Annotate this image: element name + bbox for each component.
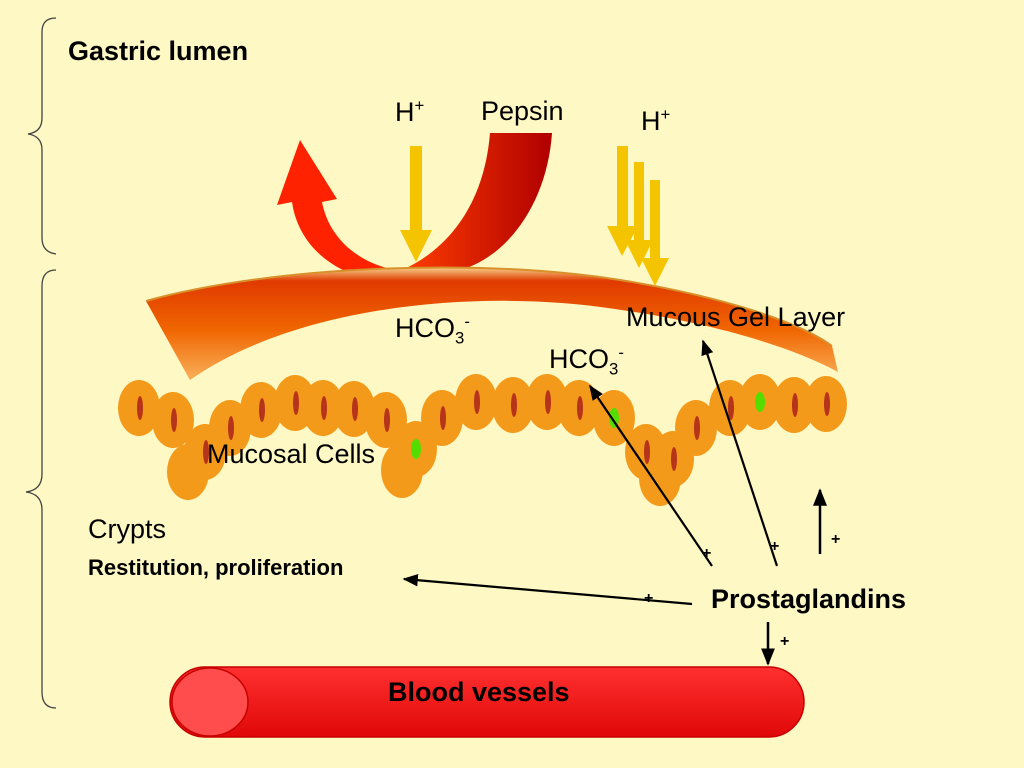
gastric-lumen-label: Gastric lumen bbox=[68, 36, 249, 66]
prostaglandins-label: Prostaglandins bbox=[711, 584, 907, 614]
plus-sign-vessels: + bbox=[780, 633, 790, 650]
mucosal-cell bbox=[167, 444, 209, 500]
crypts-label: Crypts bbox=[88, 514, 167, 544]
cell-nucleus bbox=[694, 416, 700, 440]
plus-sign-hco3: + bbox=[702, 545, 712, 562]
lumen-brace bbox=[27, 17, 57, 255]
h-plus-label-right: H+ bbox=[641, 105, 671, 136]
plus-sign-mucous: + bbox=[770, 538, 780, 555]
arrow-to-mucous-layer bbox=[701, 339, 779, 567]
cell-nucleus bbox=[577, 396, 583, 420]
mucous-gel-top-edge bbox=[145, 266, 833, 347]
cell-nucleus bbox=[545, 390, 551, 414]
h-plus-label-left: H+ bbox=[395, 96, 425, 127]
blood-vessels-label: Blood vessels bbox=[388, 677, 570, 707]
cell-nucleus bbox=[474, 390, 480, 414]
mucous-gel-layer bbox=[146, 267, 838, 380]
arrow-to-hco3 bbox=[589, 384, 713, 567]
cell-nucleus bbox=[203, 440, 209, 464]
cell-nucleus bbox=[511, 393, 517, 417]
hco3-label-cells: HCO3- bbox=[549, 343, 624, 379]
mucosal-cell bbox=[639, 450, 681, 506]
pepsin-label: Pepsin bbox=[481, 96, 564, 126]
cell-nucleus bbox=[671, 447, 677, 471]
cell-nucleus bbox=[440, 406, 446, 430]
cell-nucleus bbox=[728, 396, 734, 420]
cell-nucleus bbox=[137, 396, 143, 420]
goblet-cell-marker bbox=[411, 439, 421, 459]
hco3-label-mucus: HCO3- bbox=[395, 312, 470, 348]
mucous-gel-layer-label: Mucous Gel Layer bbox=[626, 302, 846, 332]
cell-nucleus bbox=[259, 398, 265, 422]
mucosa-brace bbox=[25, 269, 57, 709]
cell-nucleus bbox=[171, 408, 177, 432]
mucosal-cells bbox=[118, 374, 847, 506]
mucosal-cells-label: Mucosal Cells bbox=[207, 439, 376, 469]
cell-nucleus bbox=[792, 393, 798, 417]
cell-nucleus bbox=[321, 396, 327, 420]
cell-nucleus bbox=[293, 391, 299, 415]
pepsin-curve-dark bbox=[402, 133, 552, 272]
arrow-to-crypts bbox=[402, 574, 693, 606]
plus-sign-mucosa: + bbox=[831, 531, 841, 548]
pepsin-curve-light bbox=[277, 140, 431, 283]
goblet-cell-marker bbox=[609, 408, 619, 428]
cell-nucleus bbox=[824, 392, 830, 416]
cell-nucleus bbox=[644, 440, 650, 464]
acid-arrow-left bbox=[400, 146, 432, 262]
cell-nucleus bbox=[352, 397, 358, 421]
restitution-label: Restitution, proliferation bbox=[88, 555, 344, 580]
plus-sign-crypts: + bbox=[644, 590, 654, 607]
cell-nucleus bbox=[228, 416, 234, 440]
blood-vessel bbox=[169, 666, 805, 738]
cell-nucleus bbox=[384, 408, 390, 432]
acid-arrows-right bbox=[607, 146, 669, 286]
goblet-cell-marker bbox=[755, 392, 765, 412]
